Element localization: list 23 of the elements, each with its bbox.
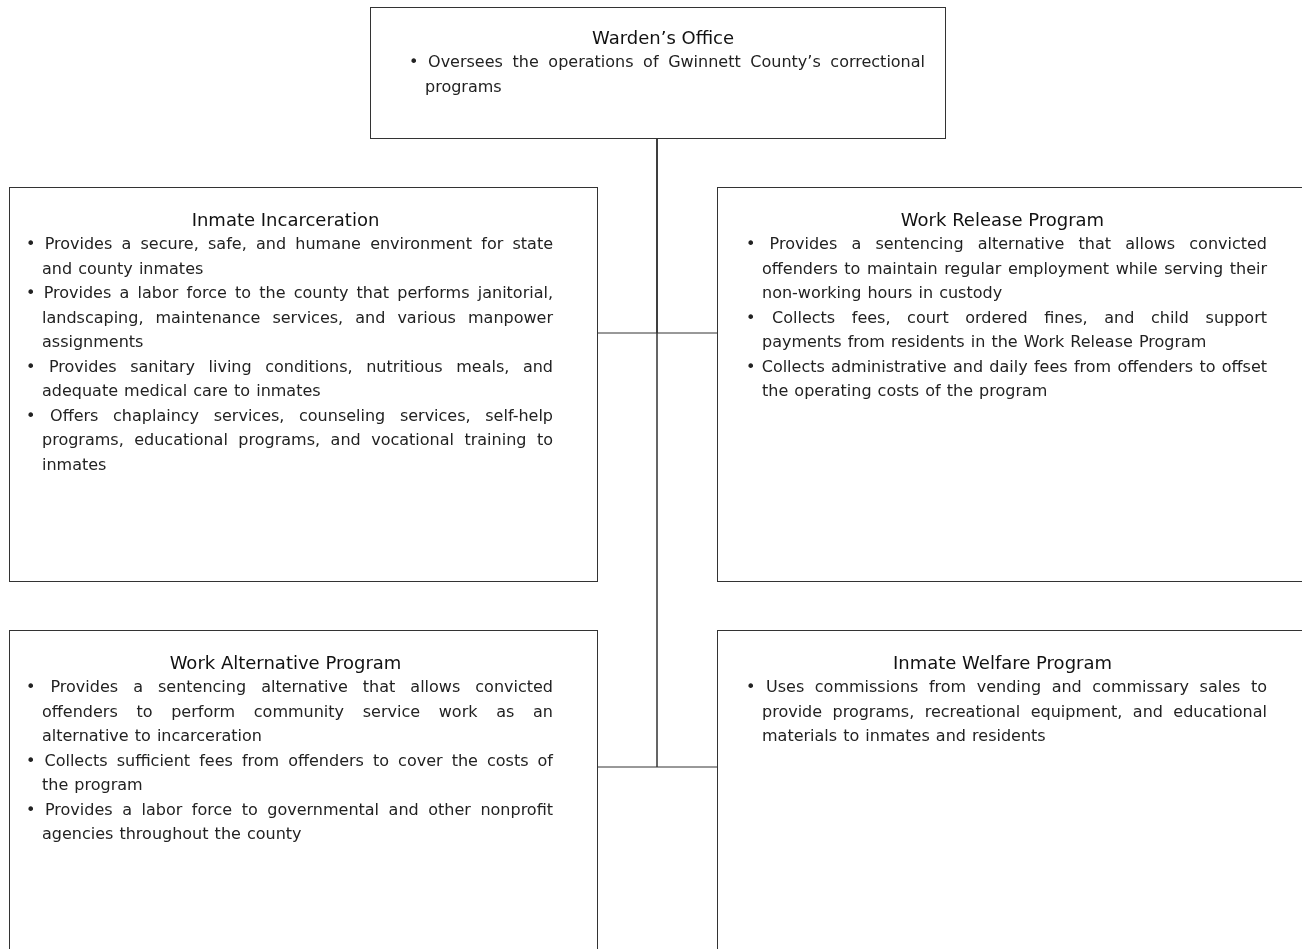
bullet-text: • Collects administrative and daily fees from offenders to offset the operating costs of the program (745, 355, 1267, 402)
bullet-text: • Collects fees, court ordered fines, and child support payments from residents in the Work Release Program (745, 306, 1267, 353)
bullet-text: • Provides sanitary living conditions, nutritious meals, and adequate medical care to inmates (25, 355, 553, 402)
program-box (717, 630, 1302, 949)
program-box (9, 187, 598, 582)
bullet-text: • Provides a sentencing alternative that allows convicted offenders to maintain regular employment while serving their non-working hours in custody (745, 233, 1267, 304)
program-box (717, 187, 1302, 582)
program-box (9, 630, 598, 949)
box-heading: Work Alternative Program (168, 651, 403, 675)
box-heading: Inmate Welfare Program (891, 651, 1114, 675)
bullet-text: • Provides a secure, safe, and humane environment for state and county inmates (25, 233, 553, 280)
box-heading: Work Release Program (899, 208, 1106, 232)
program-box (370, 7, 946, 139)
connector-line (656, 138, 718, 768)
bullet-text: • Offers chaplaincy services, counseling services, self-help programs, educational programs, and vocational training to inmates (25, 404, 553, 476)
bullet-text: • Provides a labor force to governmental and other nonprofit agencies throughout the county (25, 798, 553, 845)
bullet-text: • Uses commissions from vending and commissary sales to provide programs, recreational equipment, and educational materials to inmates and residents (745, 676, 1267, 747)
bullet-text: • Collects sufficient fees from offenders to cover the costs of the program (25, 749, 553, 796)
box-heading: Inmate Incarceration (190, 208, 381, 232)
bullet-text: • Oversees the operations of Gwinnett County’s correctional programs (408, 51, 925, 98)
bullet-text: • Provides a labor force to the county that performs janitorial, landscaping, maintenance services, and various manpower assignments (25, 282, 553, 353)
bullet-text: • Provides a sentencing alternative that allows convicted offenders to perform community service work as an alternative to incarceration (25, 676, 553, 747)
box-heading: Warden’s Office (591, 26, 735, 50)
